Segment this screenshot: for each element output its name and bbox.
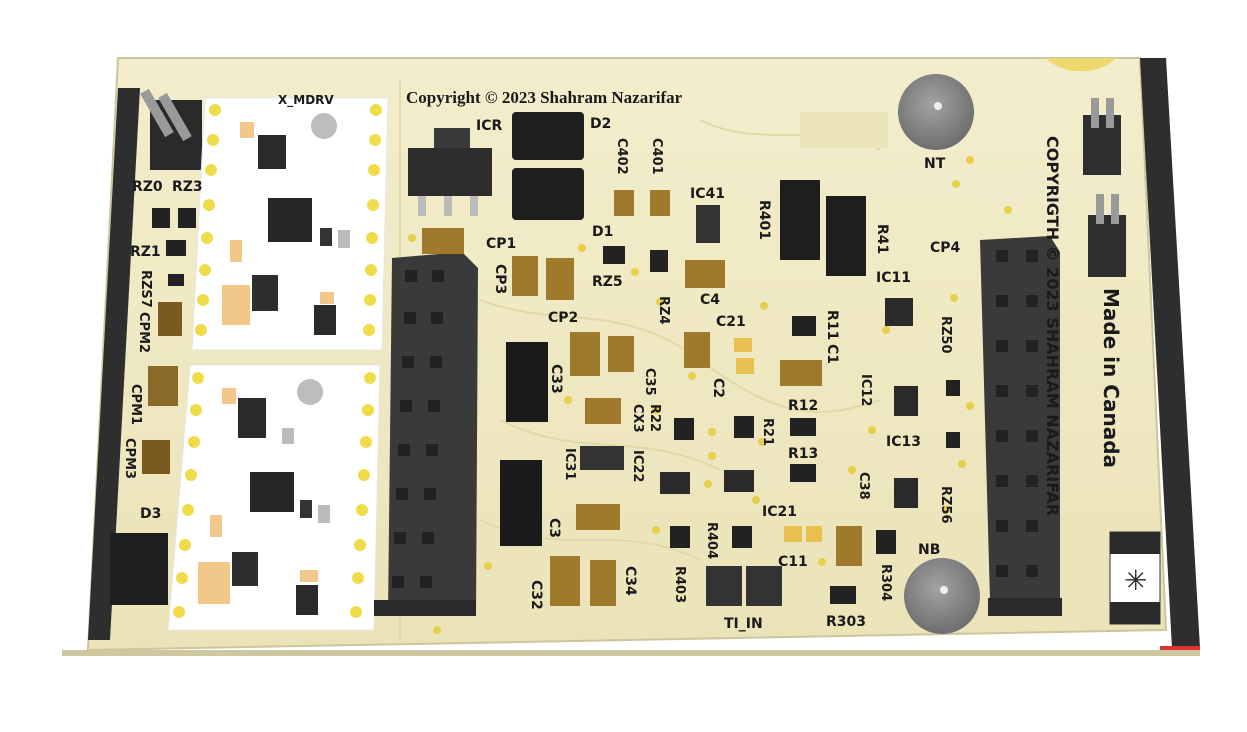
label-rz0: RZ0 — [132, 179, 163, 195]
pcb-edge-bottom — [62, 650, 1200, 656]
silkscreen: Copyright © 2023 Shahram Nazarifar COPYR… — [122, 88, 1123, 632]
label-rz50: RZ50 — [938, 316, 953, 354]
buzzer-nb — [904, 558, 980, 634]
right-pin-headers — [1083, 98, 1126, 277]
x-mdrv-label: X_MDRV — [278, 93, 334, 108]
label-cpm3: CPM3 — [122, 438, 137, 479]
label-c21: C21 — [716, 314, 746, 330]
label-nt: NT — [924, 156, 946, 172]
label-r21: R21 — [760, 418, 775, 446]
mounting-pad — [1046, 58, 1116, 72]
buzzer-nt — [898, 74, 974, 150]
maple-leaf-icon: ✳ — [1124, 565, 1147, 596]
label-ti-in: TI_IN — [724, 616, 763, 632]
label-cp2: CP2 — [548, 310, 578, 326]
label-c11: C11 — [778, 554, 808, 570]
label-r401: R401 — [756, 200, 772, 240]
label-r22: R22 — [647, 404, 662, 432]
label-r304: R304 — [878, 564, 893, 601]
label-c38: C38 — [856, 472, 871, 500]
label-ic22: IC22 — [630, 450, 645, 482]
label-icr: ICR — [476, 118, 502, 134]
label-ic13: IC13 — [886, 434, 921, 450]
label-nb: NB — [918, 542, 940, 558]
driver-module-y — [167, 364, 381, 631]
label-rz3: RZ3 — [172, 179, 203, 195]
label-r13: R13 — [788, 446, 818, 462]
label-r403: R403 — [672, 566, 687, 603]
label-cp4: CP4 — [930, 240, 961, 256]
label-c4: C4 — [700, 292, 720, 308]
label-d1: D1 — [592, 224, 613, 240]
label-ic12: IC12 — [858, 374, 873, 406]
label-rzs7: RZS7 — [138, 270, 153, 308]
canada-flag: ✳ — [1109, 531, 1161, 625]
label-c2: C2 — [710, 378, 726, 398]
left-rail — [88, 88, 140, 640]
pin-header-left — [140, 88, 202, 170]
label-d3: D3 — [140, 506, 161, 522]
label-cp1: CP1 — [486, 236, 516, 252]
label-c402: C402 — [614, 138, 629, 175]
label-r41: R41 — [874, 224, 890, 254]
middle-components — [500, 316, 960, 606]
label-c401: C401 — [649, 138, 664, 175]
label-cpm2: CPM2 — [136, 312, 151, 353]
label-c33: C33 — [548, 364, 564, 394]
label-r11: R11 — [824, 310, 840, 340]
label-cx3: CX3 — [630, 404, 645, 433]
label-cp3: CP3 — [492, 264, 508, 294]
right-rail — [1140, 58, 1200, 648]
label-ic11: IC11 — [876, 270, 911, 286]
top-components — [408, 112, 913, 326]
header-right-2x8 — [980, 236, 1062, 616]
label-c1: C1 — [824, 344, 840, 364]
label-d2: D2 — [590, 116, 611, 132]
label-rz1: RZ1 — [130, 244, 161, 260]
label-ic31: IC31 — [562, 448, 577, 480]
buzzer-nt-hole — [934, 102, 942, 110]
header-left-2x8 — [374, 252, 478, 616]
label-ic41: IC41 — [690, 186, 725, 202]
label-c35: C35 — [642, 368, 657, 396]
made-in-canada: Made in Canada — [1099, 288, 1123, 468]
vias — [408, 156, 1012, 634]
copyright-right: COPYRIGTH © 2023 SHAHRAM NAZARIFAR — [1043, 136, 1062, 516]
label-rz5: RZ5 — [592, 274, 623, 290]
label-rz4: RZ4 — [656, 296, 671, 324]
label-r12: R12 — [788, 398, 818, 414]
copyright-top: Copyright © 2023 Shahram Nazarifar — [406, 88, 683, 107]
label-c3: C3 — [546, 518, 562, 538]
label-ic21: IC21 — [762, 504, 797, 520]
left-components — [110, 208, 196, 605]
buzzer-nb-hole — [940, 586, 948, 594]
label-r404: R404 — [704, 522, 719, 559]
label-r303: R303 — [826, 614, 866, 630]
label-c32: C32 — [528, 580, 544, 610]
label-rz56: RZ56 — [938, 486, 953, 524]
driver-module-x: X_MDRV — [191, 93, 389, 351]
label-cpm1: CPM1 — [128, 384, 143, 425]
edge-marker — [1160, 646, 1200, 650]
label-c34: C34 — [622, 566, 638, 596]
